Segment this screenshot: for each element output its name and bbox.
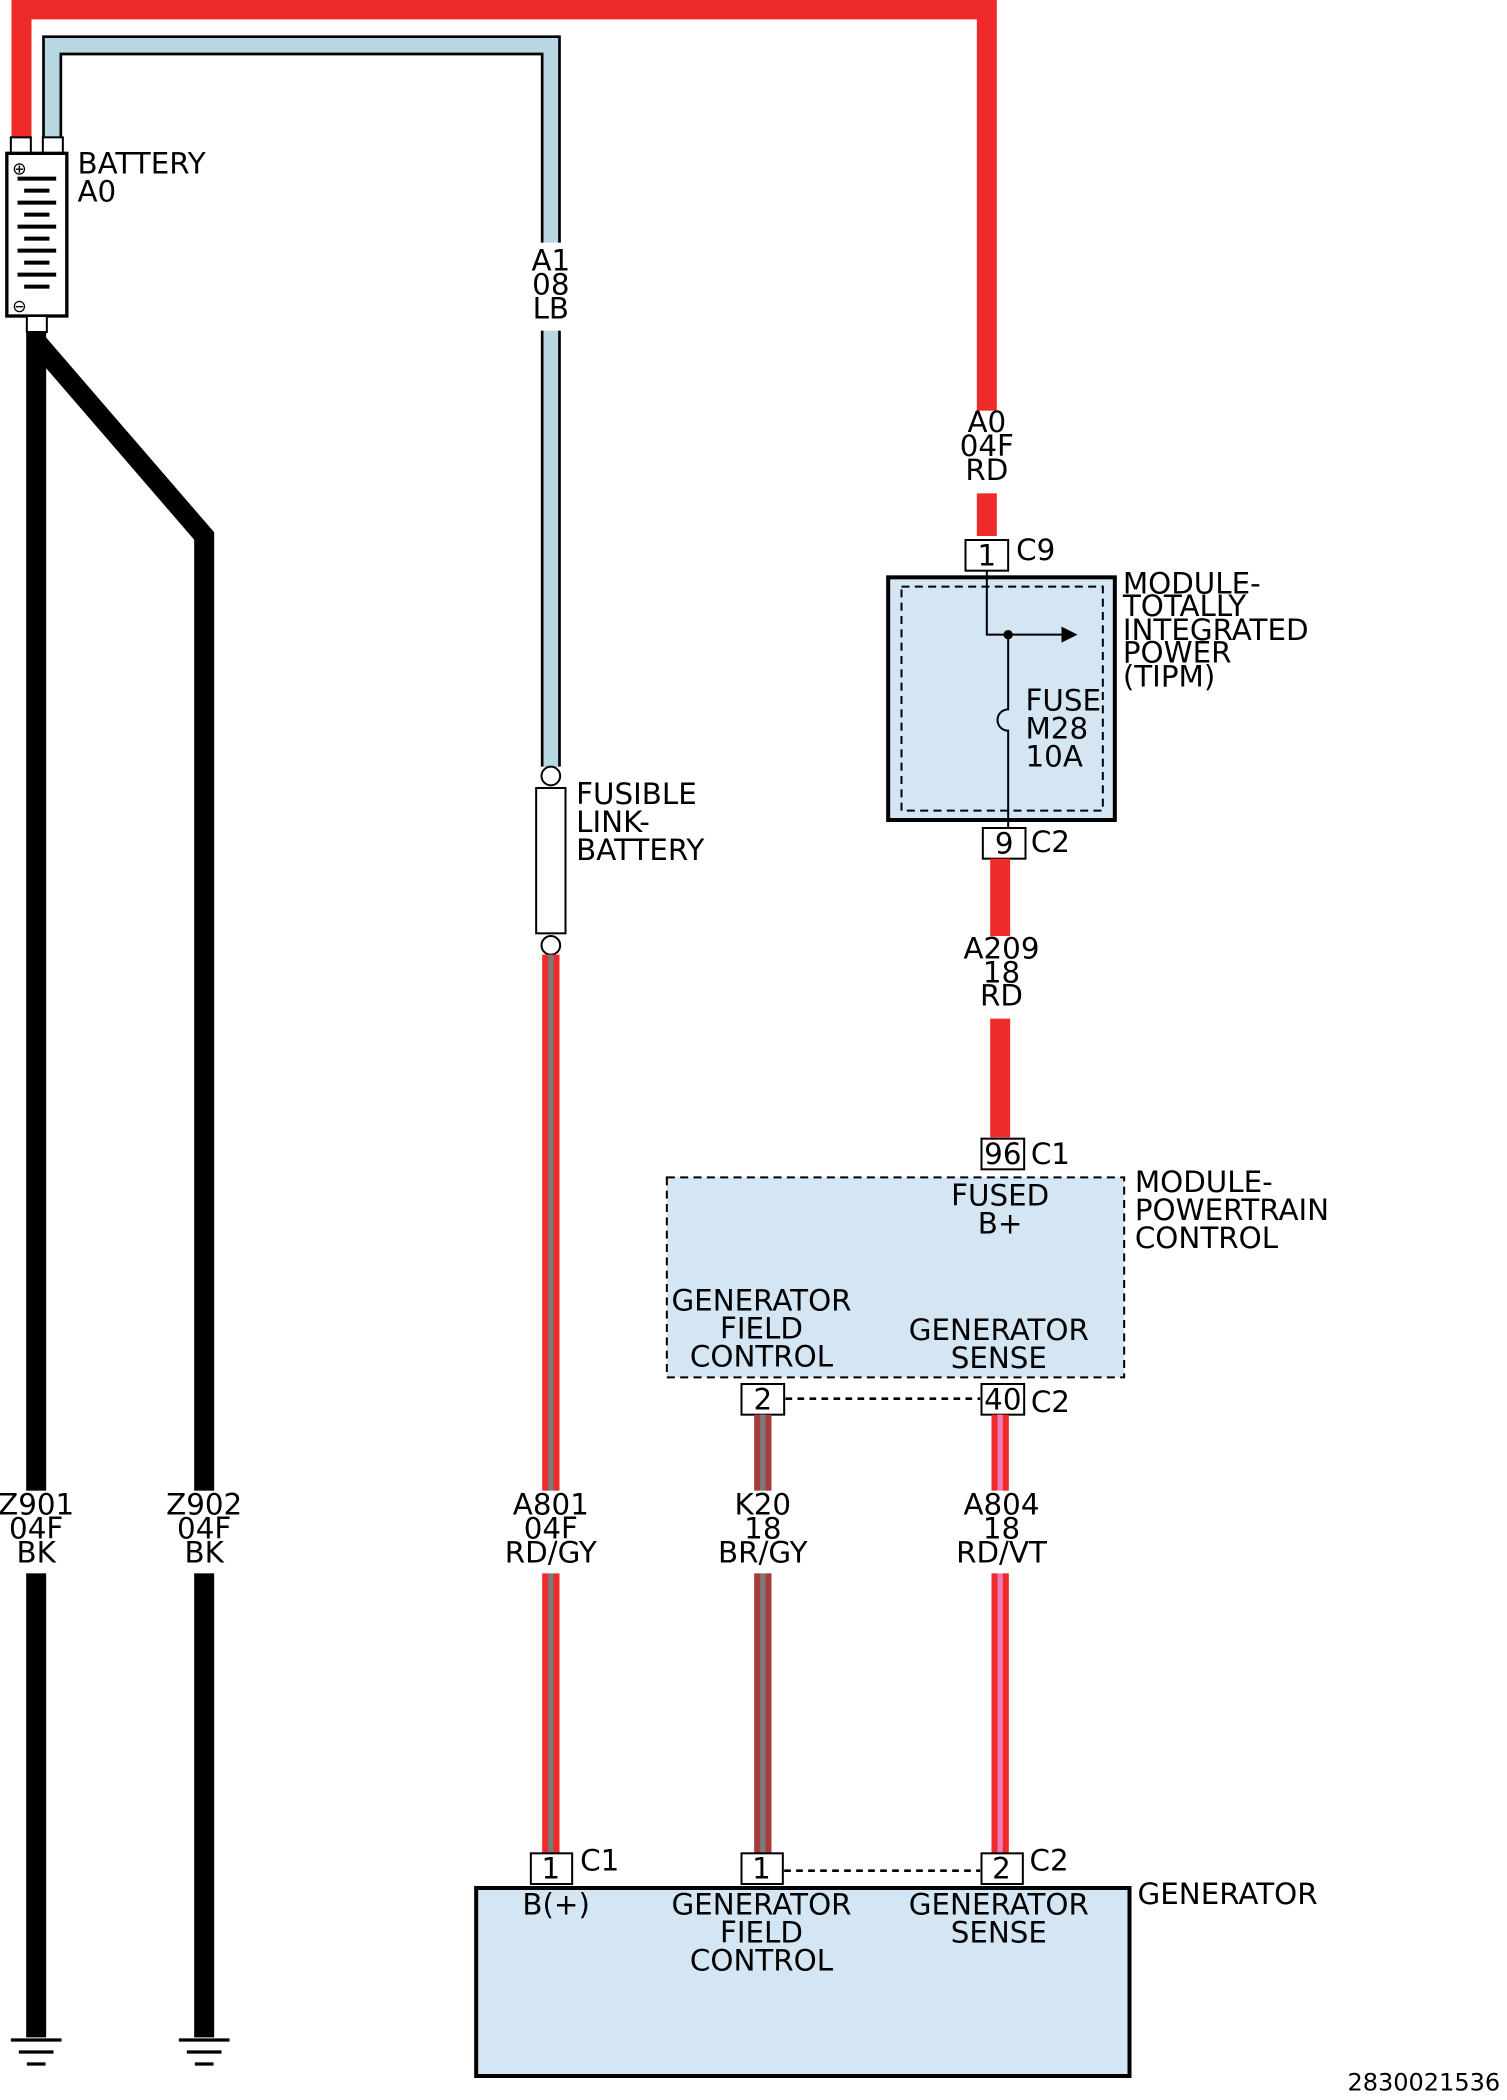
wire-a209-circuit: A209 — [963, 932, 1039, 966]
pcm-pin-96: 96 — [980, 1137, 1026, 1171]
tipm-connector-c9: C9 — [1016, 533, 1055, 567]
wire-z902-gauge: 04F — [177, 1512, 231, 1546]
pcm-connector-c2: C2 — [1031, 1385, 1070, 1419]
generator-name: GENERATOR — [1138, 1877, 1318, 1911]
pcm-name-line-2: POWERTRAIN — [1135, 1193, 1329, 1227]
generator-field-control-line-2: FIELD — [720, 1916, 803, 1950]
pcm-field-control-line-3: CONTROL — [690, 1340, 834, 1374]
wire-z902-color: BK — [184, 1536, 224, 1570]
wire-z902-circuit: Z902 — [166, 1488, 242, 1522]
pcm-sense-line-2: SENSE — [951, 1341, 1047, 1375]
wire-z902 — [28, 334, 215, 2038]
pcm-pin-40: 40 — [980, 1382, 1026, 1416]
pcm-pin-2: 2 — [740, 1382, 786, 1416]
wire-a801-circuit: A801 — [513, 1488, 589, 1522]
pcm-field-control-line-1: GENERATOR — [671, 1284, 851, 1318]
wire-z901-color: BK — [16, 1536, 56, 1570]
generator-connector-c1: C1 — [580, 1844, 619, 1878]
wire-k20-gauge: 18 — [744, 1512, 781, 1546]
fusible-link-symbol — [535, 765, 567, 956]
wire-z902-label-gap — [181, 1490, 227, 1574]
tipm-pin-1: 1 — [964, 538, 1010, 572]
wire-a0 — [11, 0, 997, 536]
wire-a0-gauge: 04F — [960, 429, 1014, 463]
tipm-module — [886, 570, 1117, 830]
wire-a801-color: RD/GY — [505, 1536, 597, 1570]
generator-pin-2-number: 2 — [992, 1852, 1011, 1886]
fuse-id: M28 — [1026, 712, 1089, 746]
generator-field-control-line-3: CONTROL — [690, 1944, 834, 1978]
wire-a1-label-gap — [533, 242, 569, 331]
generator-pin-2: 2 — [980, 1852, 1024, 1886]
wire-z901-gauge: 04F — [9, 1512, 63, 1546]
wire-a804-circuit: A804 — [963, 1488, 1039, 1522]
wire-a209-gauge: 18 — [983, 956, 1020, 990]
fusible-link-label-3: BATTERY — [576, 833, 704, 867]
wire-z901-circuit: Z901 — [0, 1488, 74, 1522]
pcm-name-line-3: CONTROL — [1135, 1221, 1279, 1255]
generator-field-control-line-1: GENERATOR — [671, 1888, 851, 1922]
wire-a209-label-gap — [970, 936, 1033, 1019]
wire-k20-circuit: K20 — [735, 1488, 792, 1522]
tipm-name-line-5: (TIPM) — [1123, 660, 1215, 694]
pcm-fused-b-plus-line-1: FUSED — [951, 1178, 1049, 1212]
wire-a0-label-gap — [970, 410, 1003, 494]
pcm-field-control-line-2: FIELD — [720, 1312, 803, 1346]
wire-k20-label-gap — [717, 1490, 809, 1574]
wire-z901-label-gap — [16, 1490, 62, 1574]
wire-a1-color: LB — [533, 292, 569, 326]
generator-sense-line-2: SENSE — [951, 1916, 1047, 1950]
wire-a1-gauge: 08 — [532, 268, 569, 302]
generator-module — [474, 1886, 1132, 2078]
pcm-fused-b-plus-line-2: B+ — [978, 1206, 1023, 1240]
battery-symbol: ⊕ ⊖ — [5, 136, 69, 333]
wire-a804-label-gap — [957, 1490, 1046, 1574]
wire-a0-color: RD — [965, 453, 1008, 487]
pcm-connector-c1: C1 — [1031, 1137, 1070, 1171]
pcm-name-line-1: MODULE- — [1135, 1165, 1273, 1199]
fuse-rating: 10A — [1026, 740, 1083, 774]
fusible-link-label-1: FUSIBLE — [576, 777, 697, 811]
figure-id: 2830021536 — [1347, 2069, 1500, 2097]
battery-positive-icon: ⊕ — [12, 160, 27, 180]
wire-a1-circuit: A1 — [531, 244, 570, 278]
wire-a804-gauge: 18 — [983, 1512, 1020, 1546]
tipm-name-line-4: POWER — [1123, 636, 1232, 670]
tipm-pin-9: 9 — [981, 826, 1027, 860]
wire-a209-color: RD — [980, 978, 1023, 1012]
tipm-pin-1-number: 1 — [977, 538, 996, 572]
pcm-pin-2-number: 2 — [753, 1382, 772, 1416]
generator-b-plus-label: B(+) — [522, 1888, 590, 1922]
wire-a1 — [42, 35, 561, 767]
pcm-sense-line-1: GENERATOR — [909, 1313, 1089, 1347]
fuse-label: FUSE — [1026, 684, 1101, 718]
tipm-connector-c2: C2 — [1031, 825, 1070, 859]
generator-connector-c2: C2 — [1030, 1844, 1069, 1878]
pcm-pin-96-number: 96 — [984, 1137, 1021, 1171]
tipm-name-line-1: MODULE- — [1123, 566, 1261, 600]
ground-icon — [178, 2038, 230, 2066]
tipm-pin-9-number: 9 — [995, 826, 1014, 860]
wire-k20-color: BR/GY — [718, 1536, 808, 1570]
generator-sense-line-1: GENERATOR — [909, 1888, 1089, 1922]
wire-a804-color: RD/VT — [956, 1536, 1047, 1570]
battery-name: BATTERY — [78, 146, 206, 180]
fusible-link-label-2: LINK- — [576, 805, 650, 839]
tipm-name-line-3: INTEGRATED — [1123, 613, 1309, 647]
ground-icon — [10, 2038, 62, 2066]
wire-a0-circuit: A0 — [967, 405, 1006, 439]
battery-id: A0 — [78, 174, 117, 208]
pcm-pin-40-number: 40 — [984, 1382, 1021, 1416]
generator-pin-1-field: 1 — [740, 1852, 784, 1886]
wire-a801-gauge: 04F — [524, 1512, 578, 1546]
generator-pin-1-b: 1 — [529, 1852, 574, 1886]
wire-a801-label-gap — [506, 1490, 595, 1574]
battery-negative-icon: ⊖ — [12, 297, 27, 317]
pcm-module — [665, 1176, 1126, 1379]
generator-pin-1-b-number: 1 — [541, 1852, 560, 1886]
tipm-name-line-2: TOTALLY — [1122, 589, 1246, 623]
generator-pin-1-field-number: 1 — [752, 1852, 771, 1886]
